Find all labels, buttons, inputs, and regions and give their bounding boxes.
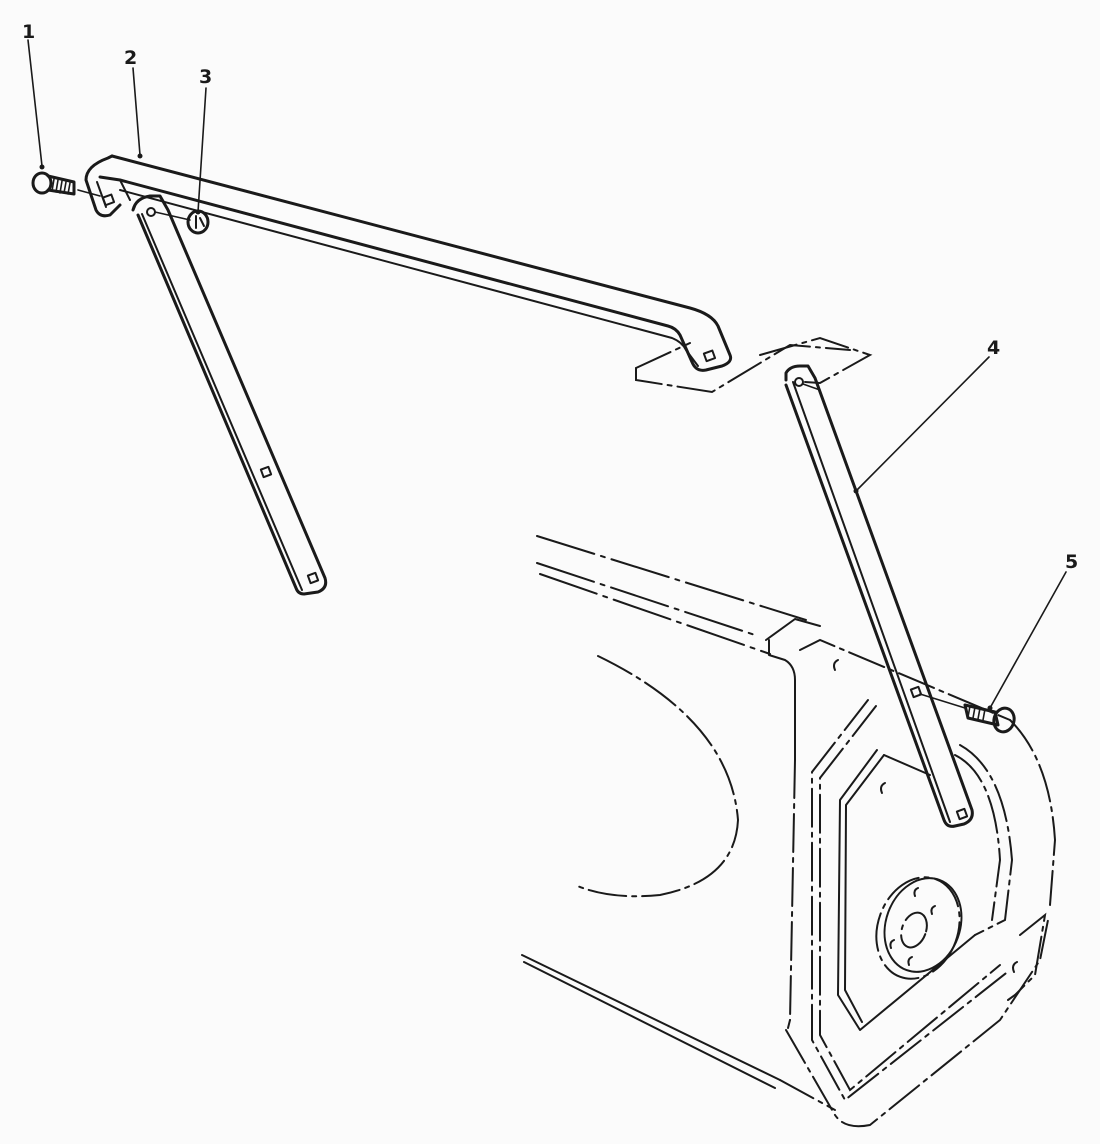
mounting-pad (635, 336, 873, 394)
part-carriage-bolt-right (919, 693, 1016, 734)
part-handle-bar (84, 154, 733, 372)
callout-leaders (27, 39, 1067, 711)
callout-2: 2 (124, 47, 137, 69)
callout-4: 4 (987, 337, 1000, 359)
housing (521, 535, 1057, 1128)
part-nut (154, 209, 210, 235)
part-brace-bar-left (131, 194, 328, 596)
callout-3: 3 (199, 66, 212, 88)
callout-5: 5 (1065, 551, 1078, 573)
callout-1: 1 (22, 21, 35, 43)
part-brace-bar-right (784, 364, 974, 828)
part-carriage-bolt-left (31, 171, 101, 197)
